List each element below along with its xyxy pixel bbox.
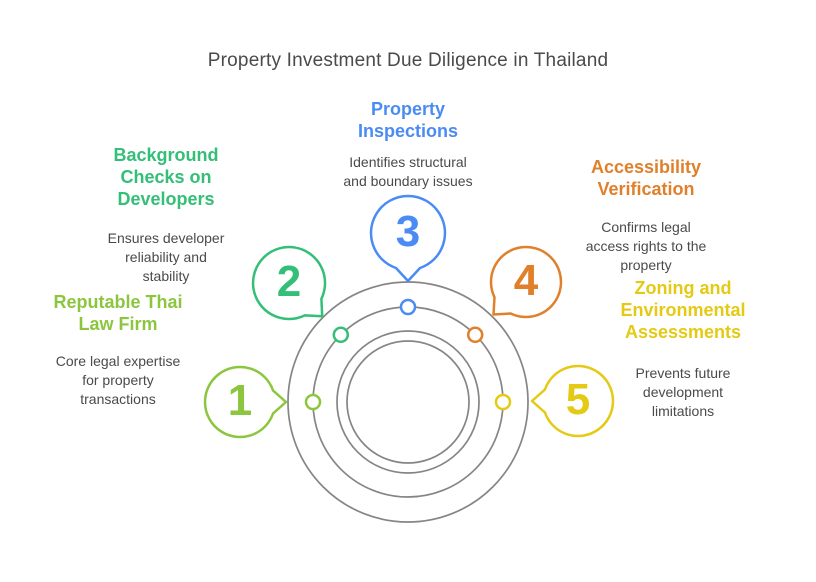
step-description-4: Confirms legal access rights to the prop… (585, 219, 707, 273)
page-title: Property Investment Due Diligence in Tha… (207, 50, 609, 71)
step-description-3: Identifies structural and boundary issue… (343, 154, 473, 189)
step-label-accessibility-verification: Accessibility Verification (590, 157, 702, 199)
step-label-reputable-thai-law-firm: Reputable Thai Law Firm (53, 292, 183, 334)
step-number-5: 5 (565, 375, 591, 425)
step-bubble-5 (530, 364, 615, 438)
step-description-1: Core legal expertise for property transa… (55, 353, 181, 407)
ring-inner (346, 340, 470, 464)
step-description-2: Ensures developer reliability and stabil… (107, 230, 225, 284)
step-number-4: 4 (513, 256, 539, 306)
step-number-1: 1 (227, 376, 253, 426)
step-dot-3 (399, 298, 417, 316)
step-bubble-3 (369, 194, 447, 283)
step-label-property-inspections: Property Inspections (357, 99, 459, 141)
step-bubble-1 (203, 365, 288, 439)
ring-third (336, 330, 480, 474)
step-label-background-checks: Background Checks on Developers (113, 145, 219, 209)
step-bubble-4 (489, 245, 563, 319)
step-dot-4 (466, 326, 484, 344)
step-number-2: 2 (276, 257, 302, 307)
step-description-5: Prevents future development limitations (635, 365, 731, 419)
step-dot-1 (304, 393, 322, 411)
step-bubble-2 (251, 245, 327, 321)
step-dot-2 (332, 326, 350, 344)
step-dot-5 (494, 393, 512, 411)
step-number-3: 3 (395, 207, 421, 257)
step-label-zoning-environmental: Zoning and Environmental Assessments (620, 278, 746, 342)
ring-outer (287, 281, 529, 523)
